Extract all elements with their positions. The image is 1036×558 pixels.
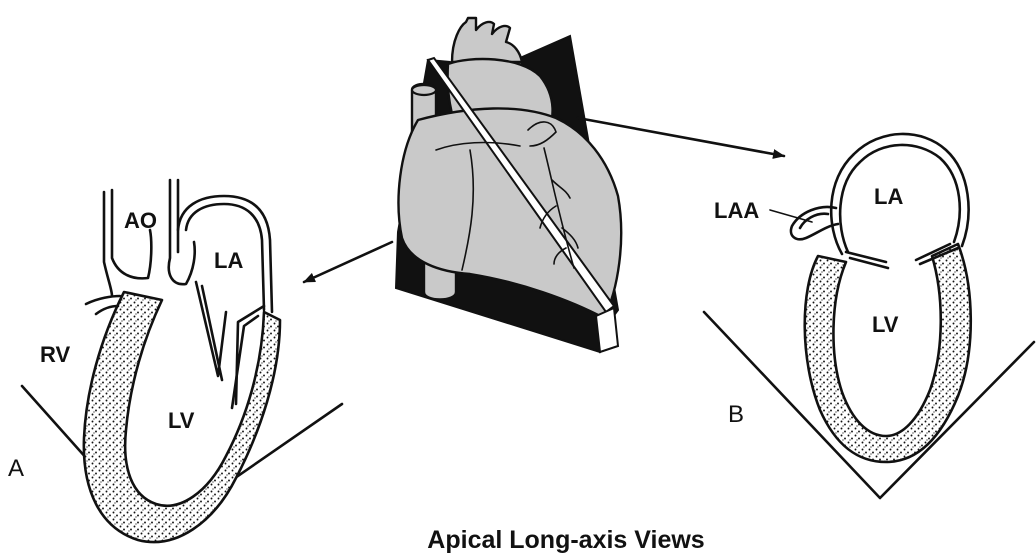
figure-caption: Apical Long-axis Views — [427, 526, 704, 554]
panel-b: LAA LA LV B — [704, 134, 1034, 498]
panel-b-label-la: LA — [874, 184, 903, 209]
panel-b-label-lv: LV — [872, 312, 899, 337]
arrow-to-panel-a — [304, 242, 392, 282]
panel-a-label-lv: LV — [168, 408, 195, 433]
panel-a-label-rv: RV — [40, 342, 70, 367]
great-vessels — [452, 18, 522, 62]
arrow-to-panel-b — [578, 118, 784, 156]
panel-a-label-ao: AO — [124, 208, 157, 233]
heart-3d-illustration — [396, 18, 621, 352]
panel-a-letter: A — [8, 455, 24, 482]
panel-b-label-laa: LAA — [714, 198, 759, 223]
panel-b-sector — [704, 312, 1034, 498]
panel-a-label-la: LA — [214, 248, 243, 273]
panel-b-myocardium — [805, 244, 971, 462]
panel-a: AO LA RV LV A — [8, 180, 342, 542]
panel-b-letter: B — [728, 401, 744, 428]
